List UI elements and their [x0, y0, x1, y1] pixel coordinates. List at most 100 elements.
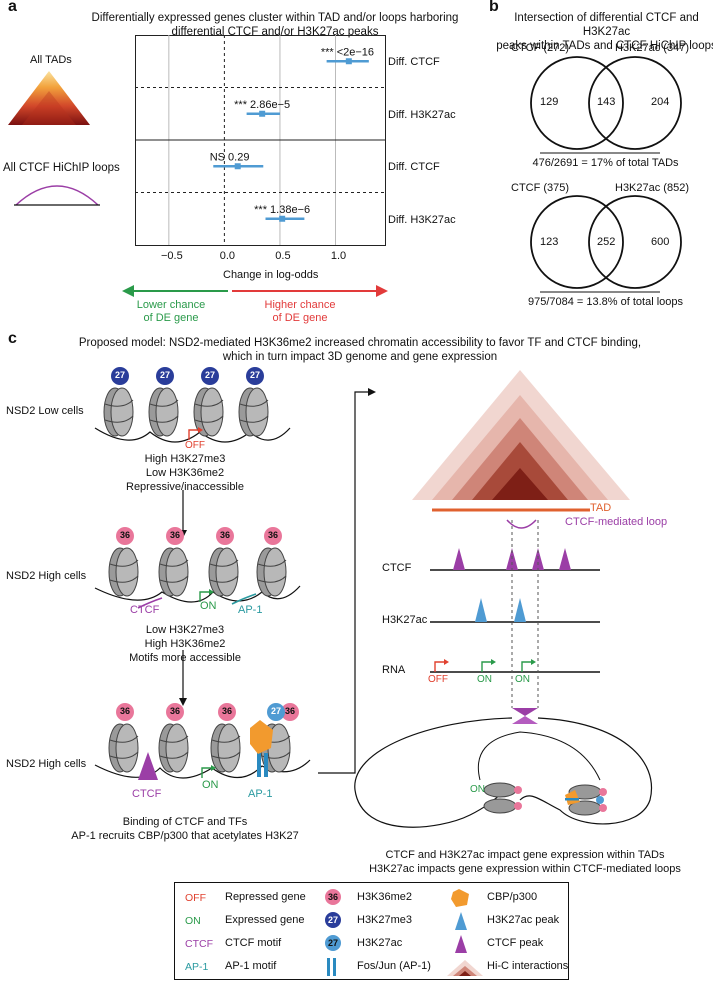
x-tick-label: −0.5: [160, 250, 183, 262]
state3-mark-3: 36: [222, 706, 233, 716]
legend-label: Hi-C interactions: [487, 960, 569, 972]
pvalue-annotation: *** 2.86e−5: [234, 99, 290, 111]
panel-b-title-line2: peaks within TADs and CTCF HiChIP loops: [496, 40, 713, 52]
state2-mark-4: 36: [268, 530, 279, 540]
axis-label: Change in log-odds: [223, 269, 319, 281]
state2-ap1: AP-1: [238, 604, 263, 616]
track-h3k27ac-label: H3K27ac: [382, 614, 428, 626]
hic-triangle: [412, 370, 630, 529]
legend-label: H3K27ac peak: [487, 914, 560, 926]
panel-b-title-line1: Intersection of differential CTCF and H3…: [514, 12, 699, 38]
panel-b-letter: b: [489, 0, 499, 15]
legend-label: Repressed gene: [225, 891, 306, 903]
state2-mark-1: 36: [120, 530, 131, 540]
state2-desc3: Motifs more accessible: [129, 652, 241, 664]
venn1-caption: 476/2691 = 17% of total TADs: [532, 157, 679, 169]
x-tick-label: 1.0: [330, 250, 347, 262]
peak-icon: [447, 912, 481, 930]
legend-label: CTCF motif: [225, 937, 282, 949]
legend-glyph-text: CTCF: [185, 938, 213, 950]
legend-histone-icon: 27: [317, 935, 351, 953]
state3-desc1: Binding of CTCF and TFs: [122, 816, 248, 828]
row-label-3: Diff. CTCF: [388, 161, 440, 173]
state1-mark-3: 27: [205, 370, 216, 380]
all-tads-heatmap: [8, 71, 90, 125]
venn1-diagram: [530, 56, 682, 154]
panel-b-title: Intersection of differential CTCF and H3…: [494, 11, 713, 53]
all-tads-label: All TADs: [30, 54, 72, 66]
loop-on: ON: [470, 784, 485, 795]
loop-label: CTCF-mediated loop: [565, 516, 668, 528]
chromatin-loop: [354, 708, 652, 828]
legend-histone-icon: 27: [317, 912, 351, 930]
state1-mark-2: 27: [160, 370, 171, 380]
venn1-left-count: 129: [540, 96, 559, 108]
state3-desc2: AP-1 recruits CBP/p300 that acetylates H…: [71, 830, 299, 842]
row-label-2: Diff. H3K27ac: [388, 109, 456, 121]
estimate-point: [279, 215, 286, 222]
state2-ctcf: CTCF: [130, 604, 160, 616]
state1-desc1: High H3K27me3: [144, 453, 226, 465]
venn1-right-label: H3K27ac (347): [615, 42, 689, 54]
panel-a-title-line1: Differentially expressed genes cluster w…: [91, 12, 459, 24]
state1-label: NSD2 Low cells: [6, 405, 84, 417]
legend-label: CTCF peak: [487, 937, 544, 949]
lower-chance-label: Lower chance of DE gene: [126, 299, 216, 325]
loop-arc-icon: [14, 185, 100, 206]
venn2-caption: 975/7084 = 13.8% of total loops: [527, 296, 684, 308]
state2-desc2: High H3K36me2: [144, 638, 226, 650]
panel-c-letter: c: [8, 330, 17, 347]
state2-mark-3: 36: [220, 530, 231, 540]
pvalue-annotation: NS 0.29: [210, 151, 250, 163]
right-desc2: H3K27ac impacts gene expression within C…: [369, 863, 681, 875]
track-ctcf-label: CTCF: [382, 562, 412, 574]
state3-desc: Binding of CTCF and TFs AP-1 recruits CB…: [60, 815, 310, 843]
venn2-mid-count: 252: [597, 236, 616, 248]
state3-on: ON: [202, 779, 219, 791]
lower-line2: of DE gene: [143, 312, 199, 324]
pvalue-annotation: *** 1.38e−6: [254, 204, 310, 216]
legend-label: H3K36me2: [357, 891, 413, 903]
forest-plot: *** <2e−16*** 2.86e−5NS 0.29*** 1.38e−6: [135, 35, 386, 246]
higher-line2: of DE gene: [272, 312, 328, 324]
panel-c-title-line1: Proposed model: NSD2-mediated H3K36me2 i…: [78, 337, 642, 349]
state1-desc3: Repressive/inaccessible: [126, 481, 244, 493]
cbp-p300-icon: [447, 889, 481, 907]
state2-mark-2: 36: [170, 530, 181, 540]
state3-mark27: 27: [271, 706, 282, 716]
legend-label: AP-1 motif: [225, 960, 277, 972]
state2-desc: Low H3K27me3 High H3K36me2 Motifs more a…: [110, 623, 260, 665]
legend-histone-icon: 36: [317, 889, 351, 907]
state3-label: NSD2 High cells: [6, 758, 87, 770]
panel-c-title-line2: which in turn impact 3D genome and gene …: [222, 351, 498, 363]
legend-label: H3K27ac: [357, 937, 403, 949]
right-desc1: CTCF and H3K27ac impact gene expression …: [385, 849, 665, 861]
venn2-left-label: CTCF (375): [511, 182, 570, 194]
venn1-right-count: 204: [651, 96, 670, 108]
x-tick-label: 0.0: [219, 250, 236, 262]
legend-label: CBP/p300: [487, 891, 538, 903]
loops-label: All CTCF HiChIP loops: [3, 162, 120, 174]
panel-a-letter: a: [8, 0, 17, 15]
row-label-1: Diff. CTCF: [388, 56, 440, 68]
state3-mark-2: 36: [170, 706, 181, 716]
state3-nucleosomes: [94, 388, 376, 780]
higher-chance-label: Higher chance of DE gene: [250, 299, 350, 325]
panel-c-title: Proposed model: NSD2-mediated H3K36me2 i…: [60, 336, 660, 364]
state2-desc1: Low H3K27me3: [145, 624, 225, 636]
rna-on-1: ON: [477, 674, 492, 685]
right-desc: CTCF and H3K27ac impact gene expression …: [365, 848, 685, 876]
state2-nucleosomes: [94, 527, 301, 609]
state1-mark-1: 27: [115, 370, 126, 380]
estimate-point: [345, 58, 352, 65]
legend-label: H3K27me3: [357, 914, 413, 926]
higher-line1: Higher chance: [264, 299, 336, 311]
estimate-point: [259, 110, 266, 117]
state1-off: OFF: [185, 440, 205, 451]
genome-tracks: [430, 520, 600, 708]
rna-on-2: ON: [515, 674, 530, 685]
tad-label: TAD: [590, 502, 612, 514]
fos-jun-icon: [317, 958, 351, 976]
